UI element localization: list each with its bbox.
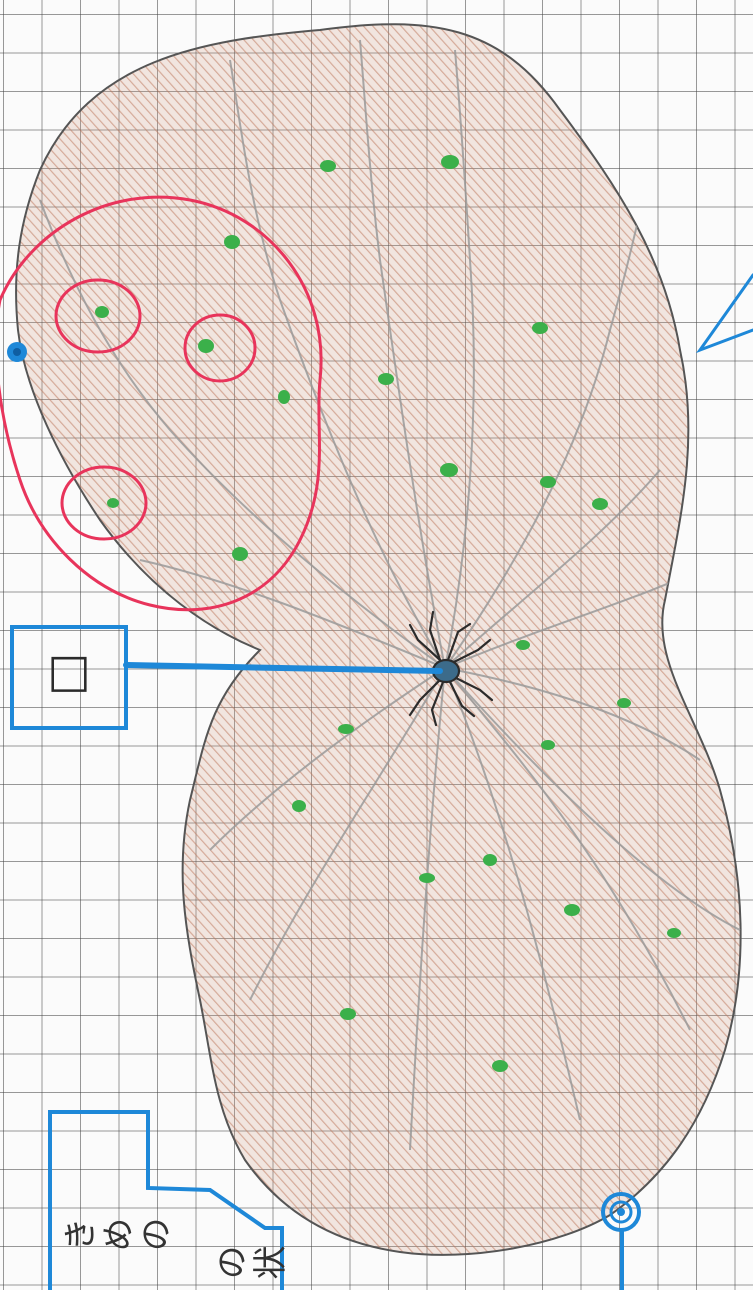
top-right-mark (700, 275, 753, 350)
bottom-label-line2: の状 (214, 1241, 290, 1290)
box-symbol: □ (42, 653, 88, 696)
bottom-label-line1: きめの (62, 1213, 176, 1262)
blue-pin-icon (7, 342, 27, 362)
